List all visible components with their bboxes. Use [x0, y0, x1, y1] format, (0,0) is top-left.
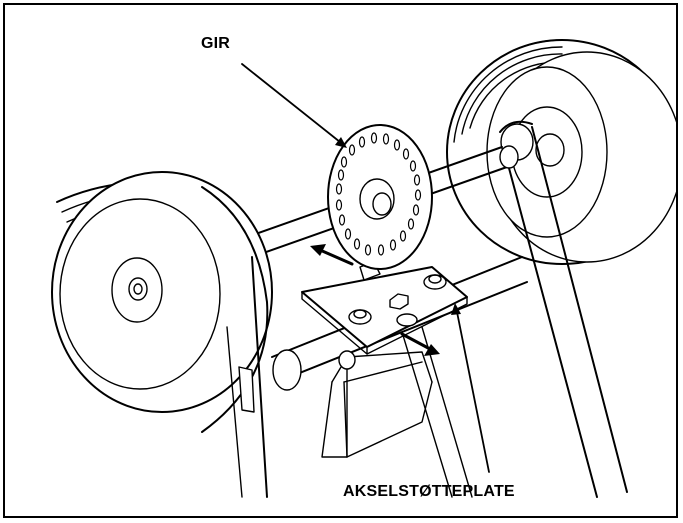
right-wheel: [446, 39, 676, 265]
lower-stand: [321, 326, 473, 498]
arrow-head-down-right-icon: [424, 344, 440, 356]
gear-disc: [327, 124, 433, 270]
leader-arrowhead-plate-icon: [451, 303, 461, 315]
adjust-arrows: [318, 248, 432, 351]
gear-label: GIR: [201, 35, 231, 52]
arrow-head-up-left-icon: [310, 244, 326, 256]
axle-support-plate: [301, 261, 468, 355]
diagram-frame: GIR AKSELSTØTTEPLATE: [3, 3, 678, 518]
left-post: [226, 256, 268, 498]
axle-illustration: [51, 39, 676, 498]
leader-arrowhead-gear-icon: [335, 137, 347, 148]
left-wheel: [51, 171, 273, 433]
leader-lines: [241, 63, 490, 473]
right-post: [499, 120, 628, 498]
axle-support-plate-label: AKSELSTØTTEPLATE: [343, 483, 515, 500]
